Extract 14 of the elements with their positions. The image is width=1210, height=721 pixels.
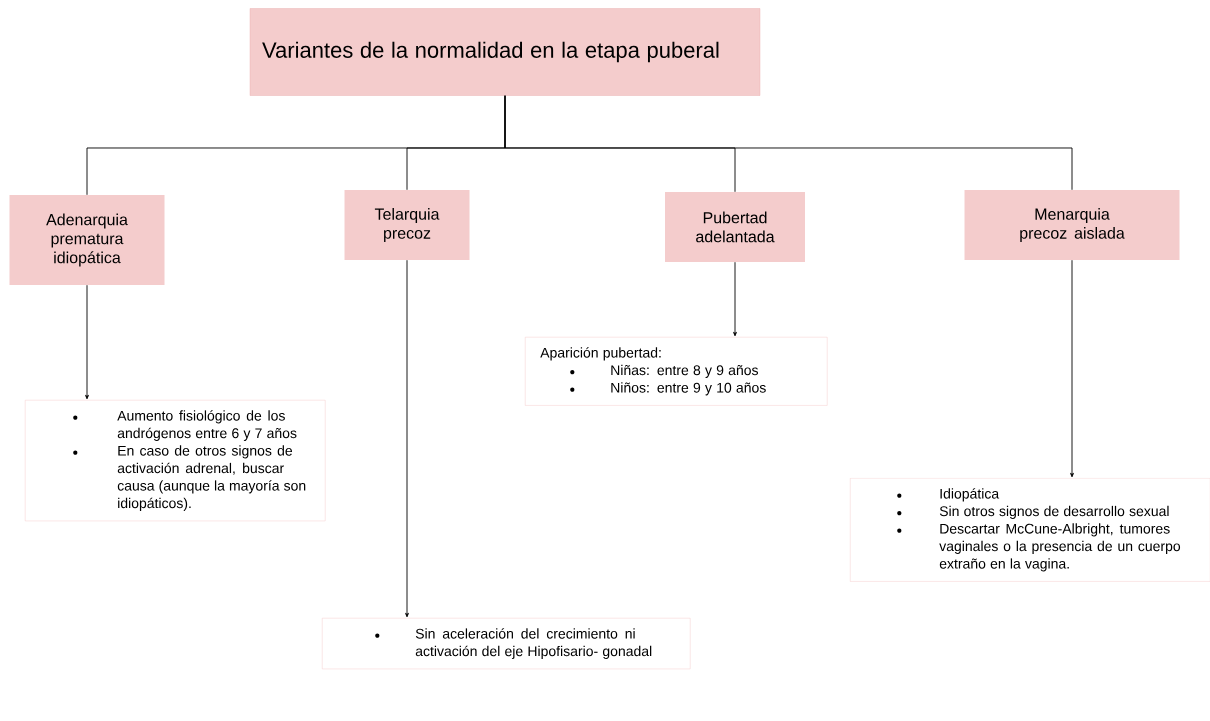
arrow bbox=[405, 259, 409, 618]
category-box: Menarquia precoz aislada bbox=[964, 190, 1180, 260]
category-box: Adenarquia prematura idiopática bbox=[9, 195, 165, 285]
detail-box: Sin aceleración del crecimiento ni activación del eje Hipofisario- gonadal bbox=[322, 618, 691, 670]
connector-line bbox=[504, 95, 1073, 191]
detail-box: Aumento fisiológico de los andrógenos entre 6 y 7 años En caso de otros signos de activación adrenal, buscar causa (aunque la mayoría son idiopáticos). bbox=[25, 400, 326, 522]
detail-box: Idiopática Sin otros signos de desarrollo sexual Descartar McCune-Albright, tumores vaginales o la presencia de un cuerpo extraño en la vagina. bbox=[850, 478, 1210, 582]
title-box: Variantes de la normalidad en la etapa puberal bbox=[249, 8, 761, 96]
arrow bbox=[1070, 259, 1074, 478]
category-box: Telarquia precoz bbox=[344, 190, 470, 260]
detail-box: Aparición pubertad: Niñas: entre 8 y 9 años Niños: entre 9 y 10 años bbox=[525, 337, 828, 406]
arrow bbox=[85, 284, 89, 400]
arrow bbox=[733, 261, 737, 337]
category-box: Pubertad adelantada bbox=[665, 192, 805, 262]
